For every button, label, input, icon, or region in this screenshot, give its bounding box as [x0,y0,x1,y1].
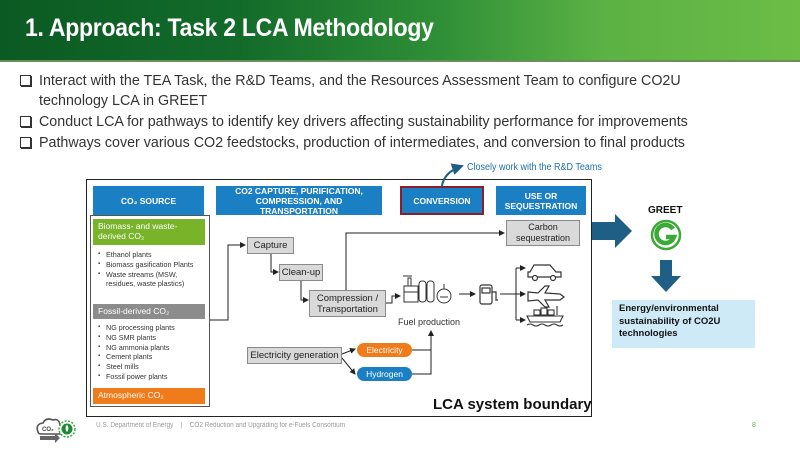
list-item: Ethanol plants [96,250,208,260]
lca-boundary-label: LCA system boundary [433,396,592,413]
header-co2-capture: CO2 CAPTURE, PURIFICATION, COMPRESSION, … [216,186,382,216]
process-carbon-sequestration: Carbon sequestration [506,220,580,246]
bullet-item: Interact with the TEA Task, the R&D Team… [18,71,788,111]
list-item: Cement plants [96,352,208,362]
process-compression: Compression / Transportation [309,290,386,317]
slide-header: 1. Approach: Task 2 LCA Methodology [0,0,800,62]
bullet-list: Interact with the TEA Task, the R&D Team… [18,71,788,154]
checkbox-bullet-icon [20,116,31,127]
list-item: Waste streams (MSW, residues, waste plas… [96,270,208,290]
source-biomass-label: Biomass- and waste-derived CO₂ [93,219,205,245]
process-electricity-generation: Electricity generation [247,347,342,364]
bullet-item: Conduct LCA for pathways to identify key… [18,112,788,132]
bullet-item: Pathways cover various CO2 feedstocks, p… [18,133,788,153]
footer-text: U.S. Department of Energy | CO2 Reduction … [96,422,345,429]
source-fossil-label: Fossil-derived CO₂ [93,304,205,319]
list-item: Biomass gasification Plants [96,260,208,270]
greet-logo-icon [650,219,682,251]
list-item: NG ammonia plants [96,343,208,353]
source-atmospheric-label: Atmospheric CO₂ [93,388,205,404]
source-biomass-list: Ethanol plants Biomass gasification Plan… [96,250,208,289]
process-cleanup: Clean-up [279,264,323,281]
header-use-sequestration: USE OR SEQUESTRATION [496,186,586,215]
header-conversion: CONVERSION [400,186,484,215]
list-item: Steel mills [96,362,208,372]
checkbox-bullet-icon [20,137,31,148]
source-fossil-list: NG processing plants NG SMR plants NG am… [96,323,208,382]
energy-hydrogen: Hydrogen [357,367,412,381]
slide-title: 1. Approach: Task 2 LCA Methodology [25,14,434,42]
greet-result-box: Energy/environmental sustainability of C… [612,300,755,348]
arrow-to-greet-icon [592,214,632,248]
bullet-text: Interact with the TEA Task, the R&D Team… [39,72,681,109]
bullet-text: Pathways cover various CO2 feedstocks, p… [39,134,685,151]
logo-co2-text: CO₂ [42,427,54,433]
footer-separator: | [180,422,183,429]
page-number: 8 [752,422,756,429]
footer-consortium: CO2 Reduction and Upgrading for e-Fuels … [189,422,346,429]
header-co2-source: CO₂ SOURCE [93,186,204,215]
process-capture: Capture [247,237,294,254]
list-item: NG SMR plants [96,333,208,343]
arrow-to-result-icon [651,260,681,292]
bullet-text: Conduct LCA for pathways to identify key… [39,113,688,130]
callout-text: Closely work with the R&D Teams [467,162,602,173]
energy-electricity: Electricity [357,343,412,357]
list-item: NG processing plants [96,323,208,333]
consortium-logo-icon: CO₂ [36,418,76,443]
checkbox-bullet-icon [20,75,31,86]
list-item: Fossil power plants [96,372,208,382]
footer-org: U.S. Department of Energy [96,422,174,429]
greet-label: GREET [648,205,683,216]
fuel-production-label: Fuel production [398,317,461,327]
